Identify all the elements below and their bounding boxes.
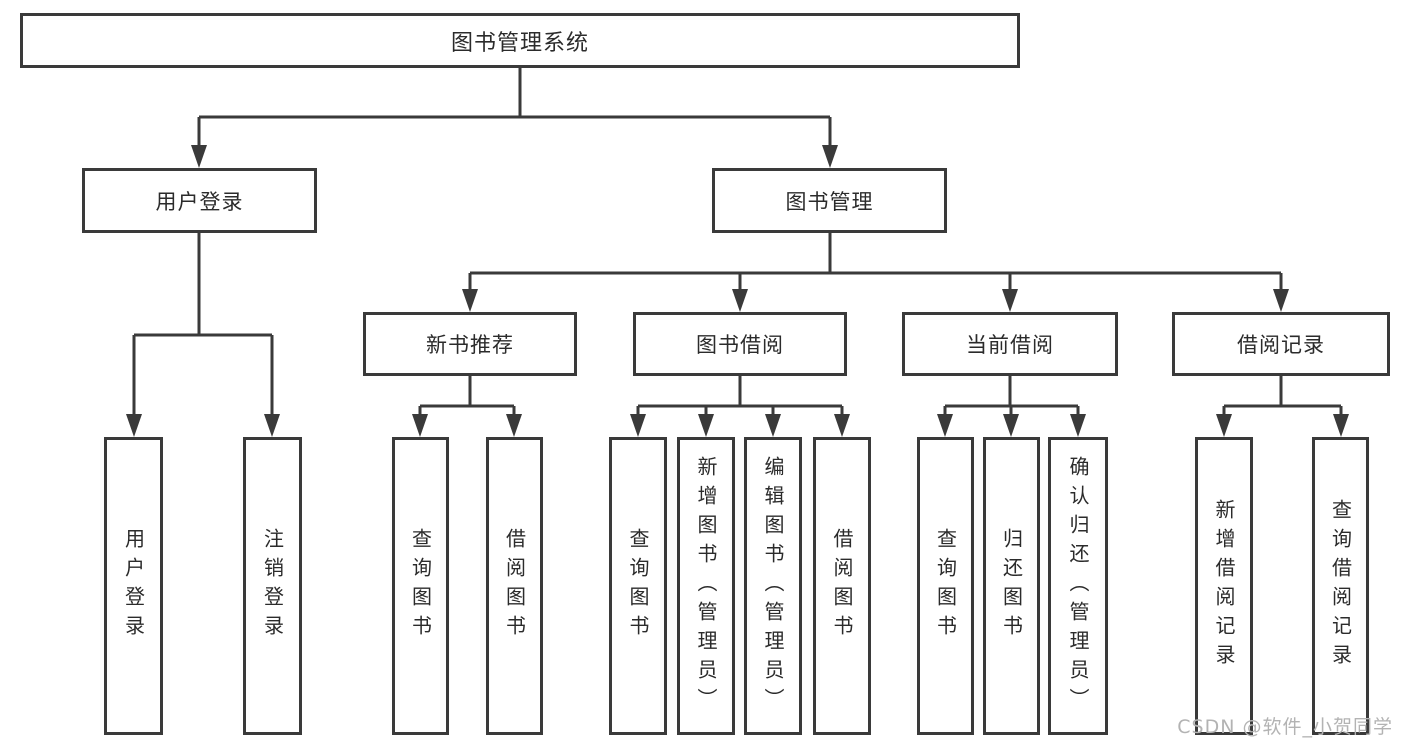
leaf-current-query-books: 查询图书 bbox=[917, 437, 974, 735]
leaf-recommend-borrow-books: 借阅图书 bbox=[486, 437, 543, 735]
node-book-borrow: 图书借阅 bbox=[633, 312, 847, 376]
arrowheads bbox=[126, 145, 1349, 437]
leaf-borrow-query-books: 查询图书 bbox=[609, 437, 667, 735]
node-book-management: 图书管理 bbox=[712, 168, 947, 233]
watermark: CSDN @软件_小贺同学 bbox=[1177, 716, 1393, 738]
leaf-borrow-add-books-admin: 新增图书（管理员） bbox=[677, 437, 735, 735]
leaf-logout: 注销登录 bbox=[243, 437, 302, 735]
leaf-user-login: 用户登录 bbox=[104, 437, 163, 735]
node-new-book-recommend: 新书推荐 bbox=[363, 312, 577, 376]
node-user-login: 用户登录 bbox=[82, 168, 317, 233]
connector-paths bbox=[132, 67, 1343, 419]
leaf-borrow-borrow-books: 借阅图书 bbox=[813, 437, 871, 735]
leaf-current-return-books: 归还图书 bbox=[983, 437, 1040, 735]
node-current-borrow: 当前借阅 bbox=[902, 312, 1118, 376]
node-root: 图书管理系统 bbox=[20, 13, 1020, 68]
leaf-records-query-record: 查询借阅记录 bbox=[1312, 437, 1369, 735]
leaf-current-confirm-return-admin: 确认归还（管理员） bbox=[1048, 437, 1108, 735]
leaf-recommend-query-books: 查询图书 bbox=[392, 437, 449, 735]
leaf-records-add-record: 新增借阅记录 bbox=[1195, 437, 1253, 735]
node-borrow-records: 借阅记录 bbox=[1172, 312, 1390, 376]
leaf-borrow-edit-books-admin: 编辑图书（管理员） bbox=[744, 437, 802, 735]
